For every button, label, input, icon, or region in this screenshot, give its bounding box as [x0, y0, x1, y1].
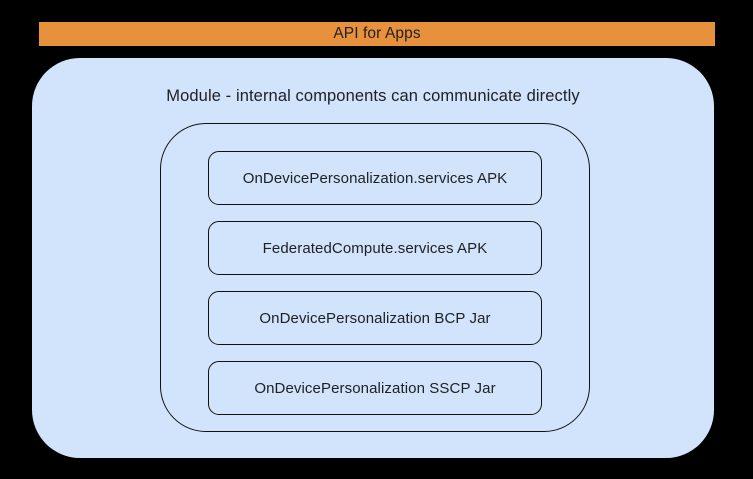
- component-box-federatedcompute-services-apk: FederatedCompute.services APK: [208, 221, 542, 275]
- internal-components-group: OnDevicePersonalization.services APK Fed…: [160, 123, 590, 432]
- component-box-ondevicepersonalization-services-apk: OnDevicePersonalization.services APK: [208, 151, 542, 205]
- api-for-apps-banner: API for Apps: [39, 22, 715, 46]
- api-for-apps-banner-label: API for Apps: [333, 25, 421, 42]
- module-title: Module - internal components can communi…: [166, 87, 580, 105]
- component-label: FederatedCompute.services APK: [262, 239, 488, 257]
- component-box-ondevicepersonalization-bcp-jar: OnDevicePersonalization BCP Jar: [208, 291, 542, 345]
- component-label: OnDevicePersonalization.services APK: [242, 169, 508, 187]
- component-box-ondevicepersonalization-sscp-jar: OnDevicePersonalization SSCP Jar: [208, 361, 542, 415]
- module-container: Module - internal components can communi…: [32, 58, 714, 458]
- component-label: OnDevicePersonalization BCP Jar: [259, 309, 491, 327]
- component-label: OnDevicePersonalization SSCP Jar: [254, 379, 496, 397]
